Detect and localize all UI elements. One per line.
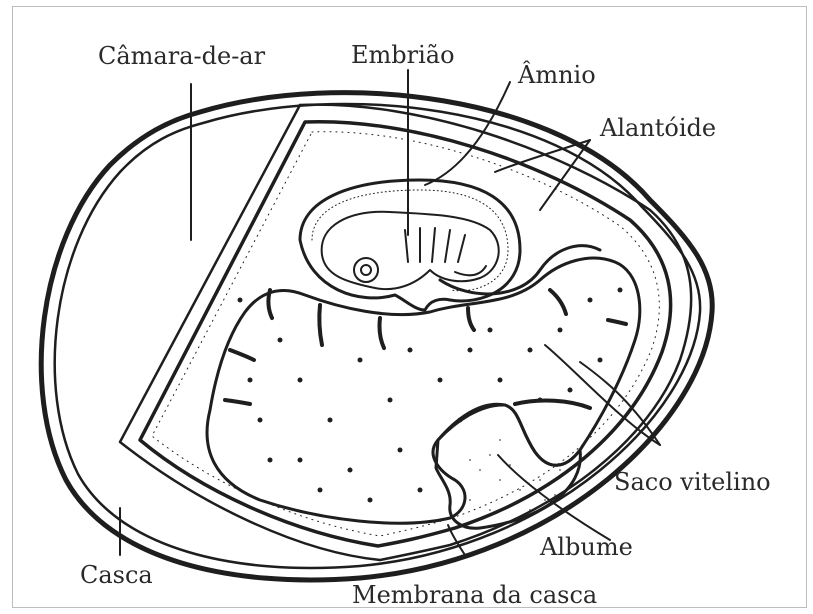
label-amnio: Âmnio [518, 63, 596, 87]
label-camara-de-ar: Câmara-de-ar [98, 44, 265, 68]
label-albume: Albume [540, 535, 633, 559]
amnion-outline [300, 180, 520, 310]
chorion-inner [140, 122, 671, 546]
label-membrana-da-casca: Membrana da casca [352, 583, 597, 607]
label-embriao: Embrião [351, 43, 455, 67]
amnion-stipple [312, 190, 508, 291]
label-casca: Casca [80, 563, 153, 587]
air-chamber-boundary [120, 105, 380, 560]
label-saco-vitelino: Saco vitelino [614, 470, 771, 494]
yolk-sac-granules [238, 288, 623, 503]
eggshell-outline [41, 93, 712, 580]
albumen-stipple [459, 439, 561, 511]
embryo [322, 212, 499, 289]
label-alantoide: Alantóide [600, 116, 716, 140]
shell-membrane-line [55, 104, 700, 568]
